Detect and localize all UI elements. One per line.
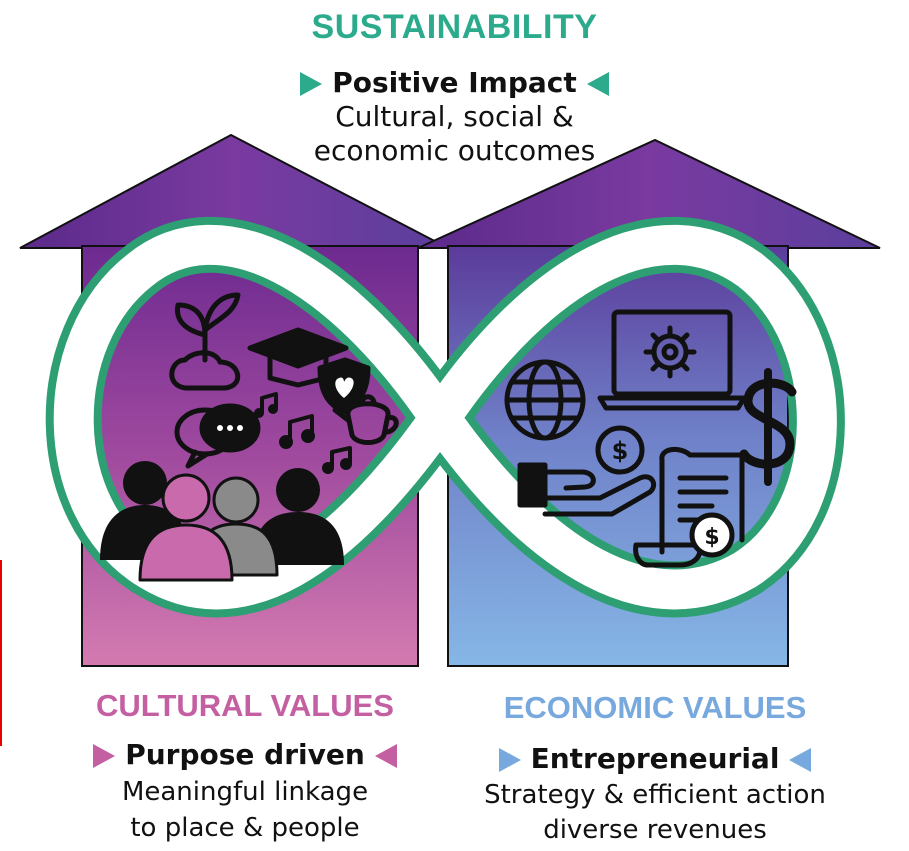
teapot-icon [332,394,399,445]
economic-line-1: Strategy & efficient action [484,780,826,810]
svg-text:$: $ [704,525,719,550]
hand-coin-icon: $ [517,425,657,517]
dollar-sign-icon [739,368,797,486]
economic-values-title: ECONOMIC VALUES [503,690,807,725]
svg-text:$: $ [612,437,629,465]
heart-shield-icon [317,357,371,415]
sprout-icon [169,292,241,391]
entrepreneurial-label: Entrepreneurial [530,742,780,775]
graduation-cap-icon [247,327,349,388]
triangle-left-icon [789,748,812,772]
triangle-left-icon [586,72,609,96]
top-line-1: Cultural, social & [335,100,574,133]
economic-icons: $ $ [504,309,797,568]
top-line-2: economic outcomes [313,134,596,167]
laptop-gear-icon [597,309,747,411]
cultural-values-title: CULTURAL VALUES [96,688,394,723]
triangle-left-icon [374,744,397,768]
music-notes-icon [254,392,352,474]
speech-bubbles-icon [174,403,261,469]
people-group-icon [100,461,344,582]
receipt-coin-icon: $ [633,446,745,568]
infinity-loop [45,217,845,618]
cultural-icons [100,292,399,582]
triangle-right-icon [498,748,521,772]
purpose-driven-label: Purpose driven [125,738,365,771]
left-edge-marker [0,560,2,746]
triangle-right-icon [93,744,116,768]
purpose-driven-heading: Purpose driven [40,738,450,771]
entrepreneurial-heading: Entrepreneurial [450,742,860,775]
positive-impact-label: Positive Impact [332,66,577,99]
positive-impact-heading: Positive Impact [0,66,909,99]
cultural-line-1: Meaningful linkage [121,777,369,807]
triangle-right-icon [300,72,323,96]
sustainability-title: SUSTAINABILITY [311,8,598,46]
economic-line-2: diverse revenues [543,815,767,845]
globe-icon [504,359,586,441]
cultural-line-2: to place & people [130,813,360,843]
